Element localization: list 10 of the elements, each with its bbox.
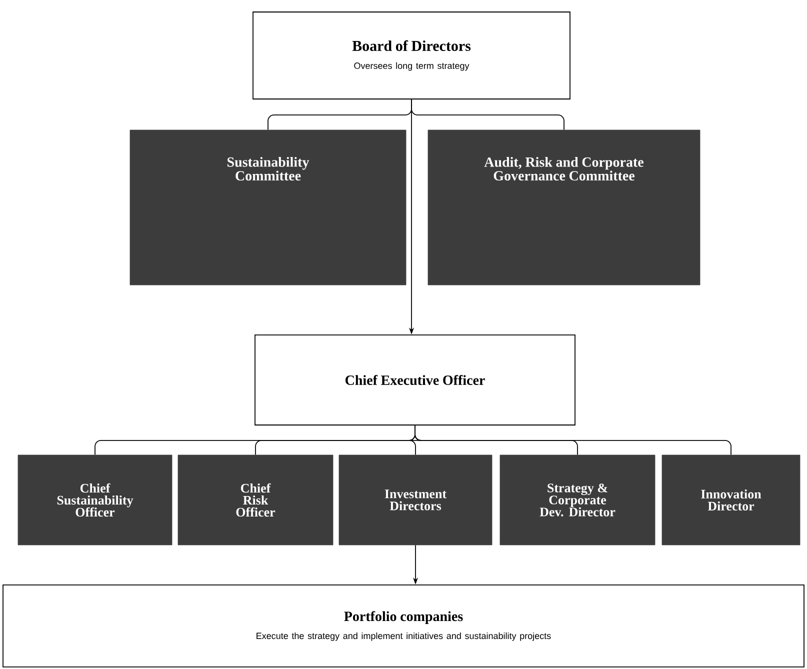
committee-box: Sustainability Committee bbox=[130, 130, 406, 286]
portfolio-box: Portfolio companies Execute the strategy and implement initiatives and sustainability projects bbox=[2, 584, 804, 668]
director-box: Innovation Director bbox=[662, 454, 800, 546]
officer-box: Chief Sustainability Officer bbox=[18, 454, 172, 546]
executive-box: Chief Executive Officer bbox=[254, 334, 576, 426]
officer-box: Chief Risk Officer bbox=[178, 454, 334, 546]
board-box: Board of Directors Oversees long term strategy bbox=[252, 12, 570, 100]
director-box: Investment Directors bbox=[338, 454, 492, 546]
committee-box: Audit, Risk and Corporate Governance Committee bbox=[428, 130, 700, 286]
director-box: Strategy & Corporate Dev. Director bbox=[500, 454, 656, 546]
